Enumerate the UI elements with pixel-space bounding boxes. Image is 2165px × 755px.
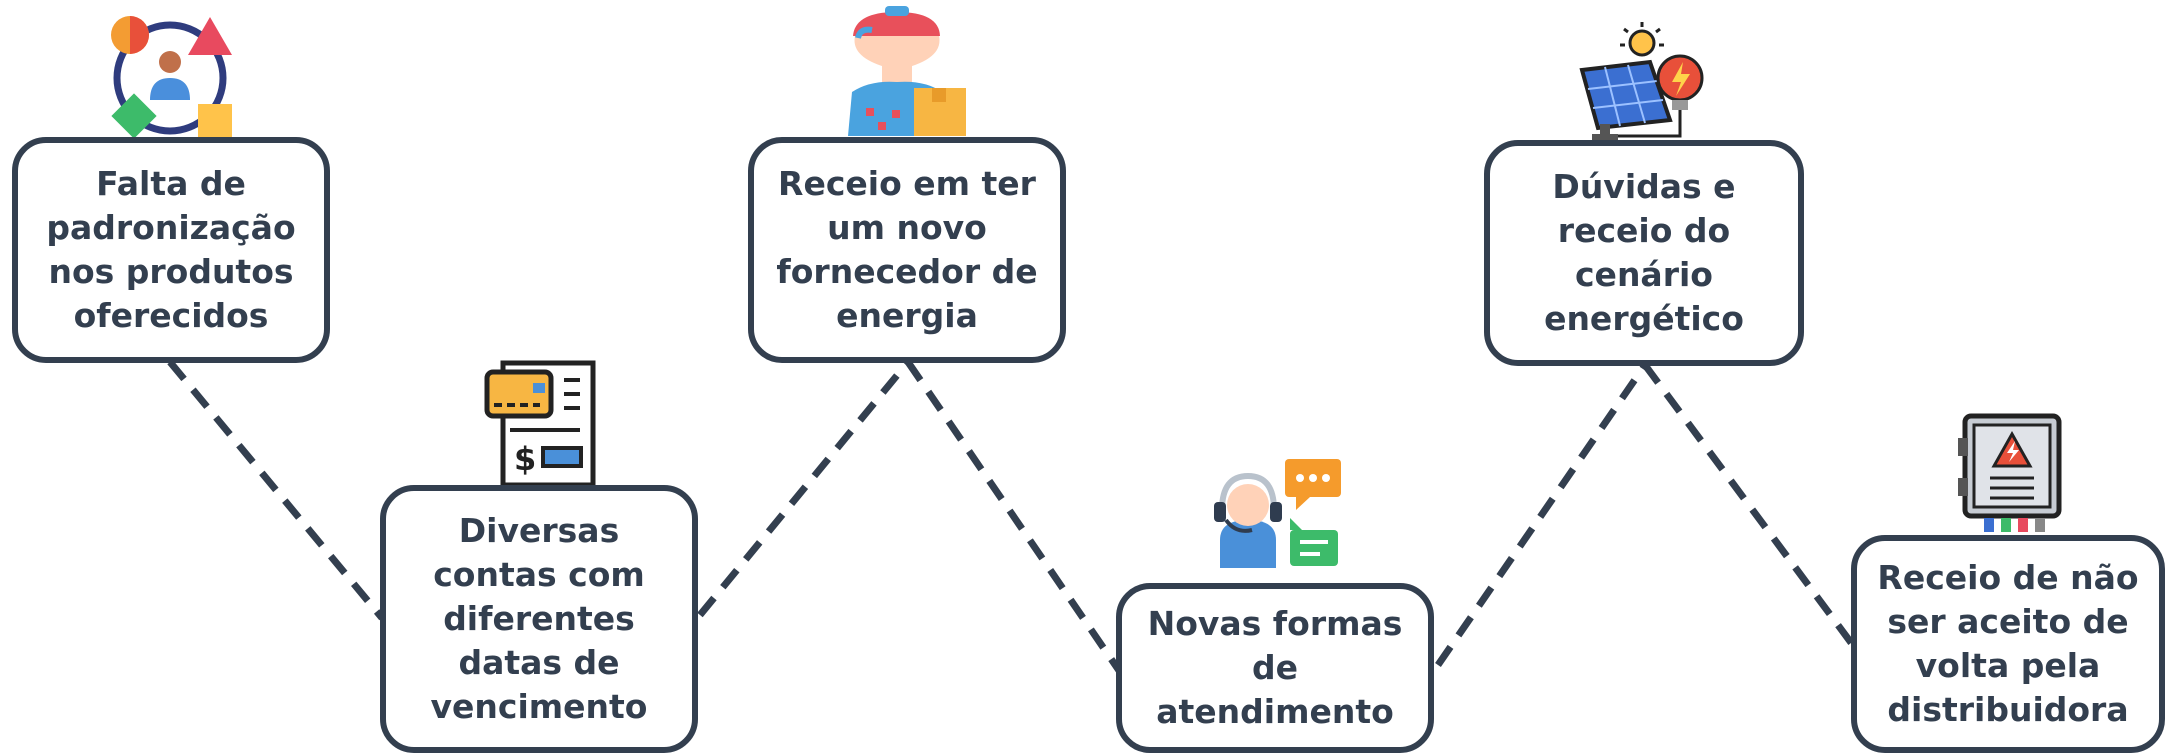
connector-5-6	[1642, 362, 1858, 651]
step-label-5: Dúvidas e receio do cenário energético	[1544, 167, 1744, 338]
step-box-3: Receio em ter um novo fornecedor de ener…	[748, 137, 1066, 363]
step-label-1: Falta de padronização nos produtos ofere…	[46, 164, 296, 335]
step-box-6: Receio de não ser aceito de volta pela d…	[1851, 535, 2165, 753]
connectors	[167, 359, 1858, 674]
step-box-1: Falta de padronização nos produtos ofere…	[12, 137, 330, 363]
customer-support-icon	[1214, 459, 1341, 568]
step-box-5: Dúvidas e receio do cenário energético	[1484, 140, 1804, 366]
svg-text:$: $	[514, 440, 536, 478]
electric-panel-icon	[1958, 413, 2062, 532]
connector-3-4	[905, 360, 1123, 674]
connector-1-2	[167, 359, 385, 621]
step-label-4: Novas formas de atendimento	[1147, 604, 1403, 731]
people-shapes-icon	[111, 16, 232, 140]
step-box-4: Novas formas de atendimento	[1116, 583, 1434, 753]
step-label-3: Receio em ter um novo fornecedor de ener…	[776, 164, 1038, 335]
step-label-2: Diversas contas com diferentes datas de …	[430, 511, 648, 726]
delivery-person-icon	[848, 6, 966, 136]
connector-2-3	[697, 359, 911, 618]
step-box-2: Diversas contas com diferentes datas de …	[380, 485, 698, 753]
connector-4-5	[1435, 363, 1648, 667]
solar-energy-icon	[1579, 22, 1704, 140]
invoice-card-icon: $	[484, 360, 596, 488]
step-label-6: Receio de não ser aceito de volta pela d…	[1877, 558, 2139, 729]
